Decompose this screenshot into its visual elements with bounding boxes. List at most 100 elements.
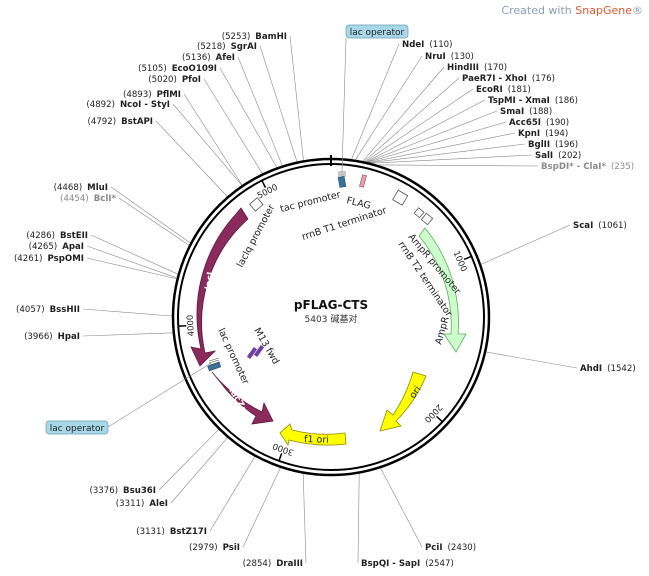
site-leader [365, 110, 498, 164]
ori-arrow [379, 371, 427, 432]
lac-operator-top-label: lac operator [350, 28, 405, 38]
plasmid-size-unit: 碱基对 [330, 313, 357, 325]
site-label-kpni: KpnI(194) [518, 129, 568, 139]
tick-label: 3000 [271, 440, 295, 457]
site-name: Bsu36I [123, 486, 156, 496]
watermark-suffix: ® [632, 4, 643, 17]
rrnB-T1-box [392, 189, 409, 206]
site-position: (186) [555, 96, 578, 106]
site-leader [366, 132, 516, 164]
site-position: (5105) [138, 64, 167, 74]
lacIq-promoter-box [249, 197, 264, 212]
site-name: EcoO109I [172, 64, 217, 74]
site-leader [350, 43, 400, 161]
site-label-pfoi: (5020)PfoI [148, 75, 201, 85]
plasmid-size-number: 5403 [305, 315, 328, 325]
site-label-bspqi-sapi: BspQI - SapI(2547) [361, 559, 454, 569]
site-position: (194) [545, 129, 568, 139]
site-leader [379, 467, 423, 548]
site-name: NruI [425, 52, 446, 62]
site-label-bstz17i: (3131)BstZ17I [136, 527, 207, 537]
site-name: BstZ17I [170, 527, 207, 537]
site-name: SalI [535, 151, 553, 161]
site-name: PciI [425, 543, 443, 553]
tick-mark [436, 415, 443, 423]
site-label-alei: (3311)AleI [116, 499, 168, 509]
site-leader [366, 143, 526, 164]
site-label-afei: (5136)AfeI [182, 53, 235, 63]
site-position: (190) [546, 118, 569, 128]
site-position: (4792) [88, 117, 117, 127]
m13-fwd-glyph [246, 346, 258, 360]
site-label-acc65i: Acc65I(190) [509, 118, 569, 128]
site-position: (1542) [607, 364, 636, 374]
site-leader [367, 154, 533, 164]
site-label-draiii: (2854)DraIII [243, 559, 303, 569]
site-label-pflmi: (4893)PflMI [123, 90, 181, 100]
site-position: (2854) [243, 559, 272, 569]
site-name: NdeI [402, 40, 424, 50]
site-leader [242, 466, 282, 548]
site-name: ScaI [573, 221, 593, 231]
site-name: PfoI [182, 75, 201, 85]
site-leader [362, 77, 460, 163]
tick-mark [261, 180, 267, 188]
site-leader [110, 186, 192, 244]
site-leader [373, 164, 539, 167]
site-position: (2430) [448, 543, 477, 553]
site-label-bamhi: (5253)BamHI [222, 32, 287, 42]
site-position: (4286) [26, 231, 55, 241]
site-position: (4261) [14, 254, 43, 264]
site-leader [357, 472, 360, 564]
watermark-prefix: Created with [501, 4, 576, 17]
tick-label: 5000 [256, 183, 280, 202]
site-position: (4892) [86, 100, 115, 110]
site-label-bsteii: (4286)BstEII [26, 231, 88, 241]
site-leader [302, 472, 307, 564]
site-name: AfeI [216, 53, 235, 63]
site-name: BssHII [50, 305, 80, 315]
site-name: PaeR7I - XhoI [462, 74, 527, 84]
site-name: AleI [149, 499, 168, 509]
site-position: (196) [555, 140, 578, 150]
site-position: (1061) [598, 221, 627, 231]
site-label-pspomi: (4261)PspOMI [14, 254, 84, 264]
site-label-bsu36i: (3376)Bsu36I [89, 486, 156, 496]
site-label-tspmi-xmai: TspMI - XmaI (186) [488, 96, 578, 106]
site-leader [361, 66, 445, 163]
site-position: (170) [484, 63, 507, 73]
label-tac-promoter: tac promoter [279, 189, 342, 215]
lacZa-arrow [211, 371, 274, 425]
site-position: (2979) [189, 543, 218, 553]
lac-promoter-box [207, 361, 222, 372]
site-name: TspMI - XmaI [488, 96, 550, 106]
site-label-smai: SmaI(188) [500, 107, 552, 117]
site-position: (110) [429, 40, 452, 50]
site-leader [183, 93, 243, 187]
site-label-bspdi-clai-: BspDI* - ClaI*(235) [541, 162, 634, 172]
site-label-ncoi-styi: (4892)NcoI - StyI [86, 100, 170, 110]
site-leader [90, 234, 179, 275]
site-label-sali: SalI(202) [535, 151, 581, 161]
tick-mark [463, 255, 472, 261]
site-position: (5218) [197, 42, 226, 52]
lac-operator-top-leader [341, 37, 347, 173]
site-position: (130) [451, 52, 474, 62]
lac-operator-left-label: lac operator [50, 424, 105, 434]
site-label-hindiii: HindIII(170) [447, 63, 507, 73]
site-leader [364, 99, 486, 163]
site-name: ApaI [62, 242, 84, 252]
site-name: PflMI [157, 90, 181, 100]
site-leader [155, 120, 229, 198]
site-label-bcli-: (4454)BclI* [60, 194, 116, 204]
site-label-ecori: EcoRI(181) [476, 85, 531, 95]
lac-operator-glyph-top [338, 171, 346, 177]
site-name: BamHI [255, 32, 287, 42]
site-label-paer7i-xhoi: PaeR7I - XhoI(176) [462, 74, 555, 84]
site-leader [259, 45, 298, 163]
site-leader [82, 332, 174, 337]
site-leader [172, 103, 243, 187]
site-name: BclI* [94, 194, 117, 204]
